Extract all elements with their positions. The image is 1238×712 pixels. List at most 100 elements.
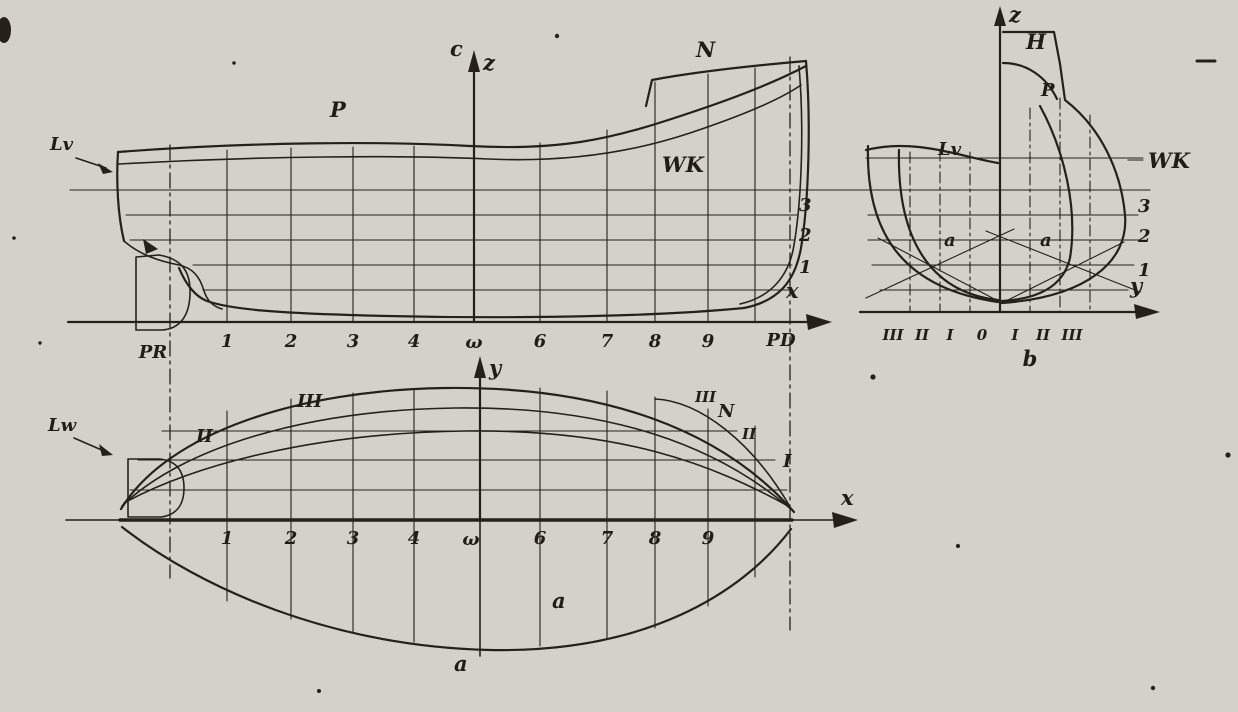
plan-right-waterline-i-label: I [782, 451, 792, 472]
plan-buttock-lines [129, 430, 788, 491]
buttock-label-r2: II [1035, 326, 1051, 344]
lwl-pointer-line [75, 157, 107, 169]
plan-station-2: 2 [284, 528, 298, 549]
plan-diagonal-curve-label: a [552, 588, 566, 613]
body-z-axis-label: z [1008, 2, 1022, 27]
body-diagonal-left-label: a [944, 230, 956, 251]
sheer-station-1: 1 [221, 331, 234, 352]
sheer-x-axis-label: x [785, 278, 799, 303]
sheer-wl1-number: 1 [799, 257, 812, 278]
scan-speckle [955, 543, 961, 549]
sheer-view-label: c [450, 36, 463, 61]
stem-inner-contour [739, 65, 803, 305]
body-diagonal-right-label: a [1040, 230, 1052, 251]
plan-right-waterline-iii-label: III [694, 388, 717, 406]
body-deck-line-label: P [1040, 80, 1055, 101]
sheer-z-axis-label: z [482, 50, 496, 75]
sheer-station-midship: ω [465, 332, 482, 353]
plan-waterline-ii-curve [121, 407, 793, 511]
plan-right-waterline-ii-label: II [741, 425, 757, 443]
plan-station-6: 6 [534, 528, 547, 549]
plan-station-7: 7 [601, 528, 614, 549]
scan-speckle [38, 341, 42, 345]
scan-speckle [870, 374, 876, 380]
sheer-station-7: 7 [601, 331, 614, 352]
plan-station-labels: 1 2 3 4 ω 6 7 8 9 [221, 528, 715, 550]
plan-waterline-iii-label: III [296, 391, 323, 412]
scan-speckle [232, 61, 236, 65]
buttock-label-l3: III [881, 326, 904, 344]
body-view-label: b [1023, 346, 1038, 371]
plan-diagonal-curve [120, 525, 793, 652]
body-right-sections [1000, 30, 1127, 305]
scan-speckle [1225, 452, 1231, 458]
sheer-station-4: 4 [408, 331, 421, 352]
scan-speckle [12, 236, 16, 240]
sheer-deck-side-line [118, 84, 802, 165]
plan-lwl-label: Lw [47, 415, 78, 436]
buttock-label-r3: III [1060, 326, 1083, 344]
plan-station-3: 3 [347, 528, 360, 549]
keel-line [177, 266, 746, 319]
sheer-lwl-label: Lv [49, 134, 74, 155]
scan-speckle [317, 689, 321, 693]
plan-right-deck-label: N [717, 401, 736, 422]
body-left-sections [864, 144, 1000, 304]
sheer-deck-side-label: WK [662, 152, 705, 177]
body-lwl-label: Lv [937, 139, 962, 160]
plan-lwl-pointer-line [73, 437, 105, 452]
body-y-axis-label: y [1129, 273, 1144, 298]
stern-edge-contour [116, 150, 126, 243]
buttock-label-0: 0 [977, 326, 988, 344]
plan-station-9: 9 [702, 528, 715, 549]
sheer-plan-view: c z x Lv P N WK 3 2 1 PR PD 1 2 3 4 ω 6 … [49, 36, 1151, 631]
superstructure-label: N [695, 37, 716, 62]
scan-noise [0, 17, 1231, 693]
left-perpendicular-label: PR [138, 342, 168, 363]
body-waterline-grid [865, 157, 1144, 291]
rudder-skeg-outline [135, 254, 191, 331]
plan-station-4: 4 [408, 528, 421, 549]
body-buttock-grid [909, 97, 1091, 313]
sheer-station-labels: 1 2 3 4 ω 6 7 8 9 [221, 331, 715, 353]
sheer-waterline-grid [125, 214, 798, 291]
deck-line-label: P [329, 97, 347, 122]
plan-x-axis-label: x [840, 485, 854, 510]
scan-speckle [1150, 685, 1156, 691]
body-wl1-number: 1 [1138, 260, 1151, 281]
scan-speckle [554, 33, 560, 39]
buttock-label-l2: II [914, 326, 930, 344]
plan-station-grid [226, 387, 756, 647]
body-top-label: H [1025, 29, 1047, 54]
plan-deck-edge-curve [654, 398, 790, 506]
sheer-wl3-number: 3 [799, 195, 812, 216]
sheer-station-grid [226, 67, 756, 323]
sheer-station-6: 6 [534, 331, 547, 352]
buttock-label-r1: I [1010, 326, 1019, 344]
body-buttock-labels: III II I 0 I II III [881, 326, 1083, 344]
sheer-deck-line [116, 64, 808, 154]
sheer-station-8: 8 [648, 331, 662, 352]
sheer-station-2: 2 [284, 331, 298, 352]
right-perpendicular-label: PD [765, 330, 796, 351]
body-plan-view: z y H P Lv WK 3 2 1 a a III II I 0 I II … [858, 2, 1191, 371]
stem-outer-contour [742, 59, 810, 310]
plan-stern-box-outline [127, 458, 185, 518]
plan-station-midship: ω [462, 529, 479, 550]
plan-waterline-ii-label: II [195, 426, 213, 447]
plan-diagonal-axis-label: a [454, 651, 468, 676]
scan-blot-left-edge [0, 17, 11, 43]
body-diagonals [865, 228, 1141, 304]
plan-y-axis-label: y [488, 355, 503, 380]
superstructure-outline [644, 59, 808, 108]
body-wl2-number: 2 [1137, 226, 1151, 247]
counter-contour [123, 240, 223, 310]
plan-waterline-iii-curve [119, 386, 796, 514]
sheer-wl2-number: 2 [798, 225, 812, 246]
body-deck-side-label: WK [1148, 148, 1191, 173]
sheer-station-9: 9 [702, 331, 715, 352]
sheer-station-3: 3 [347, 331, 360, 352]
plan-waterline-i-curve [123, 430, 791, 508]
